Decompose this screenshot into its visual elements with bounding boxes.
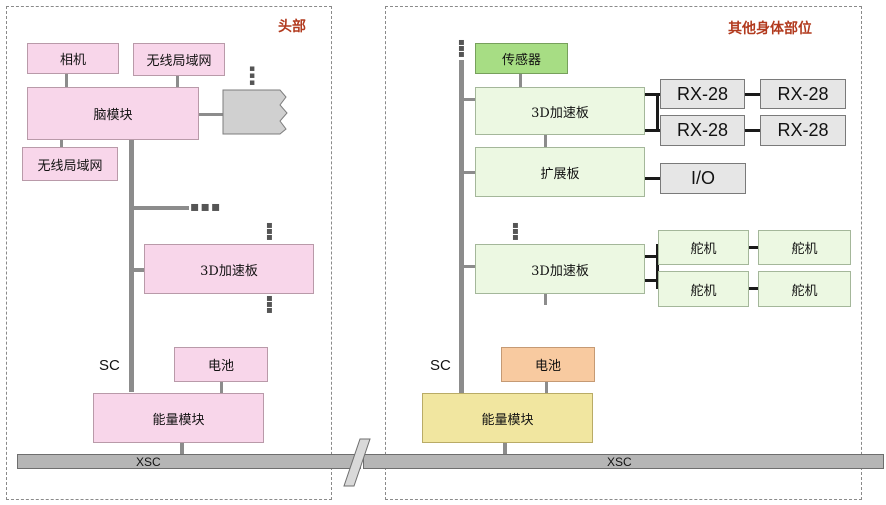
servo-3: 舵机 [658,271,749,307]
rx-link-1 [645,93,661,96]
body-3d-accel-bottom: 3D加速板 [475,244,645,294]
head-brain-wlan-link [60,138,63,148]
head-brain-side-link [198,113,224,116]
head-xsc-label: XSC [136,455,161,469]
body-xsc-label: XSC [607,455,632,469]
head-battery: 电池 [174,347,268,382]
body-panel [385,6,862,500]
body-3d-accel-top: 3D加速板 [475,87,645,135]
head-power-bus-link [180,442,184,456]
servo-4: 舵机 [758,271,851,307]
camera-box: 相机 [27,43,119,74]
io-link [645,177,661,180]
head-extension-shape [222,89,288,135]
head-accel-link [129,268,145,272]
body-sc-trunk [459,60,464,393]
wlan-box-bottom: 无线局域网 [22,147,118,181]
head-3d-accel-board: 3D加速板 [144,244,314,294]
body-title: 其他身体部位 [728,21,812,37]
head-top-dots: ▪▪▪ [249,64,257,88]
wlan-box-top: 无线局域网 [133,43,225,76]
body-battery: 电池 [501,347,595,382]
rx-link-2 [645,129,661,132]
body-xsc-bus [363,454,884,469]
rx28-4: RX-28 [760,115,846,146]
head-title: 头部 [278,19,306,35]
body-power-bus-link [503,442,507,456]
body-sc-label: SC [430,357,451,374]
head-power-module: 能量模块 [93,393,264,443]
servo-1: 舵机 [658,230,749,265]
servo-2: 舵机 [758,230,851,265]
servo-link-2 [645,279,659,282]
head-sc-label: SC [99,357,120,374]
rx28-2: RX-28 [760,79,846,109]
head-wlan-link [176,76,179,88]
rx-link-1b [744,93,761,96]
brain-module: 脑模块 [27,87,199,140]
servo-link-1b [748,246,759,249]
body-branch-accel-bottom [459,265,476,268]
head-accel-dots-bottom: ▪▪▪ [266,293,273,316]
body-branch-accel-top [459,98,476,101]
body-power-module: 能量模块 [422,393,593,443]
head-accel-dots-top: ▪▪▪ [266,220,273,243]
head-branch-dots: ▪▪▪ [190,199,222,215]
body-accel-top-to-expansion [544,135,547,147]
servo-link-vertical [656,244,659,289]
servo-link-1 [645,255,659,258]
sensor-box: 传感器 [475,43,568,74]
body-sensor-link [519,73,522,87]
head-panel [6,6,332,500]
head-camera-link [65,74,68,88]
rx28-1: RX-28 [660,79,745,109]
head-xsc-bus [17,454,361,469]
expansion-board: 扩展板 [475,147,645,197]
body-trunk-dots: ▪▪▪ [458,37,465,60]
head-battery-link [220,381,223,393]
bus-break-marker [343,438,371,487]
head-branch-line [129,206,189,210]
body-accel-bottom-down [544,293,547,305]
body-accel-dots-top: ▪▪▪ [512,220,519,243]
head-sc-trunk [129,140,134,392]
io-box: I/O [660,163,746,194]
body-branch-expansion [459,171,476,174]
rx-link-vertical [656,93,659,132]
rx-link-2b [744,129,761,132]
rx28-3: RX-28 [660,115,745,146]
body-battery-link [545,381,548,393]
servo-link-2b [748,287,759,290]
